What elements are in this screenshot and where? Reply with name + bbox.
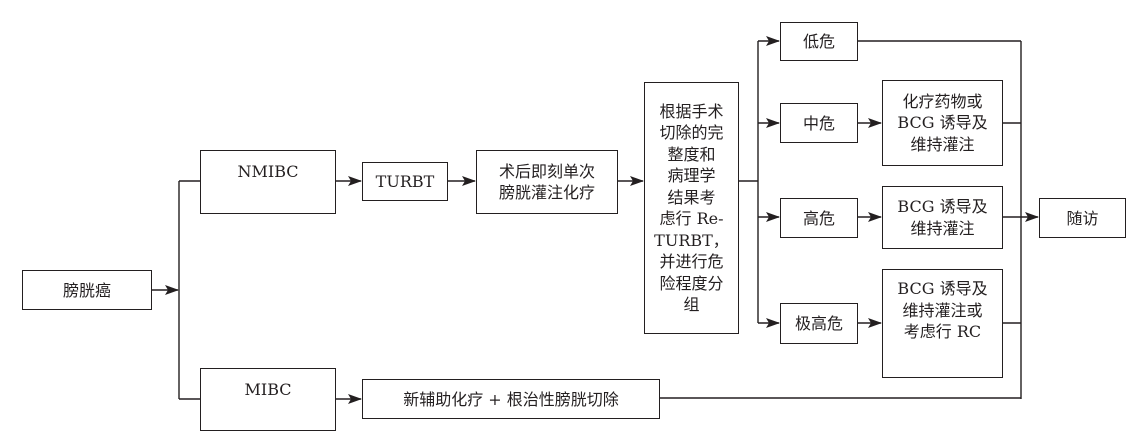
node-high-treatment: BCG 诱导及 维持灌注 — [882, 186, 1003, 249]
node-high-risk: 高危 — [780, 198, 858, 238]
node-intermediate-treatment: 化疗药物或 BCG 诱导及 维持灌注 — [882, 80, 1003, 166]
node-mibc: MIBC — [200, 368, 336, 431]
node-very-high-treatment: BCG 诱导及 维持灌注或 考虑行 RC — [882, 269, 1003, 378]
node-neoadjuvant-cystectomy: 新辅助化疗 + 根治性膀胱切除 — [362, 379, 660, 419]
node-bladder-cancer: 膀胱癌 — [22, 270, 152, 310]
node-low-risk: 低危 — [780, 22, 858, 61]
node-risk-grouping: 根据手术 切除的完 整度和 病理学 结果考 虑行 Re- TURBT， 并进行危… — [644, 82, 739, 334]
node-turbt: TURBT — [362, 162, 448, 201]
node-intermediate-risk: 中危 — [780, 103, 858, 143]
node-follow-up: 随访 — [1039, 198, 1126, 238]
node-post-op-instillation: 术后即刻单次 膀胱灌注化疗 — [476, 150, 618, 214]
node-very-high-risk: 极高危 — [780, 303, 858, 344]
node-nmibc: NMIBC — [200, 150, 336, 214]
